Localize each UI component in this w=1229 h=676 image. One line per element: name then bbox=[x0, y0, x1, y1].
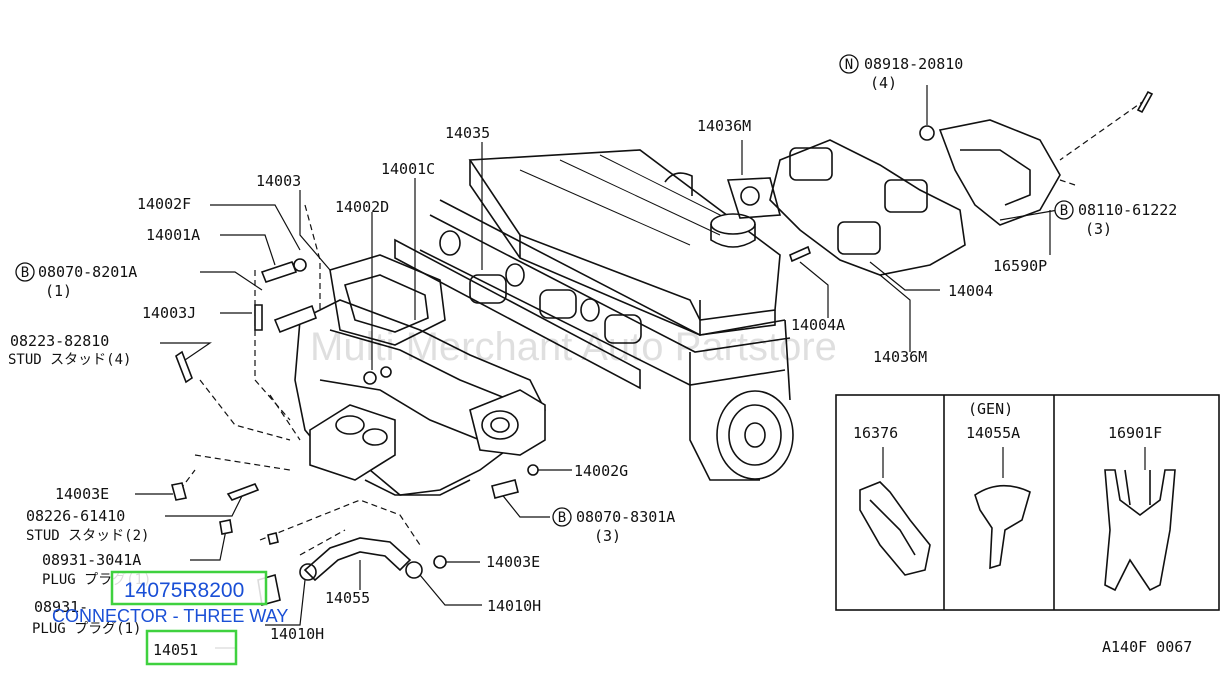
inset-label-gen: (GEN) bbox=[968, 400, 1013, 418]
dashed-assembly-lines bbox=[179, 99, 1146, 556]
svg-text:B: B bbox=[1060, 203, 1068, 219]
label-14001A: 14001A bbox=[146, 226, 200, 244]
label-14003E-right: 14003E bbox=[486, 553, 540, 571]
label-14003J: 14003J bbox=[142, 304, 196, 322]
svg-text:N: N bbox=[845, 57, 853, 73]
leader-lines bbox=[135, 85, 1059, 649]
label-16590P: 16590P bbox=[993, 257, 1047, 275]
inset-label-16901F: 16901F bbox=[1108, 424, 1162, 442]
highlight-part-description: CONNECTOR - THREE WAY bbox=[52, 606, 288, 626]
label-14036M-bottom: 14036M bbox=[873, 348, 927, 366]
label-08918-qty: (4) bbox=[870, 74, 897, 92]
highlight-part-number[interactable]: 14051 bbox=[153, 641, 198, 659]
label-14001C: 14001C bbox=[381, 160, 435, 178]
b-badge-08070-8201A: B bbox=[15, 262, 35, 282]
label-08070-8201A-qty: (1) bbox=[45, 282, 72, 300]
diagram-code: A140F 0067 bbox=[1102, 638, 1192, 656]
label-08110-qty: (3) bbox=[1085, 220, 1112, 238]
label-08918-20810: 08918-20810 bbox=[864, 55, 963, 73]
highlight-14075R8200[interactable]: 14075R8200 bbox=[110, 570, 268, 606]
label-14004: 14004 bbox=[948, 282, 993, 300]
b-badge-08070-8301A: B bbox=[552, 507, 572, 527]
label-08223-82810: 08223-82810 bbox=[10, 332, 109, 350]
exhaust-manifold-drawing bbox=[726, 139, 966, 276]
label-14003E-left: 14003E bbox=[55, 485, 109, 503]
label-14010H-right: 14010H bbox=[487, 597, 541, 615]
label-08931-b-plug: PLUG プラグ(1) bbox=[32, 621, 141, 637]
label-08931-3041A: 08931-3041A bbox=[42, 551, 141, 569]
manifold-gasket-drawing bbox=[329, 254, 446, 346]
label-14004A: 14004A bbox=[791, 316, 845, 334]
label-08070-8201A: 08070-8201A bbox=[38, 263, 137, 281]
label-08110-61222: 08110-61222 bbox=[1078, 201, 1177, 219]
label-14010H-bottom: 14010H bbox=[270, 625, 324, 643]
label-08226-stud: STUD スタッド(2) bbox=[26, 528, 149, 544]
inset-label-16376: 16376 bbox=[853, 424, 898, 442]
label-14035: 14035 bbox=[445, 124, 490, 142]
inset-parts-panel bbox=[835, 394, 1220, 611]
svg-text:B: B bbox=[558, 510, 566, 526]
part-labels: 08918-20810 (4) 14036M 14035 14001C 1400… bbox=[8, 55, 1192, 656]
label-14055: 14055 bbox=[325, 589, 370, 607]
intake-manifold-drawing bbox=[294, 299, 546, 496]
highlight-part-number[interactable]: 14075R8200 bbox=[124, 579, 244, 602]
svg-text:B: B bbox=[21, 265, 29, 281]
watermark: Multi Merchant Auto Partstore bbox=[310, 325, 837, 369]
label-08931-b: 08931- bbox=[34, 598, 88, 616]
label-08070-8301A-qty: (3) bbox=[594, 527, 621, 545]
n-badge: N bbox=[839, 54, 859, 74]
label-08223-stud: STUD スタッド(4) bbox=[8, 352, 131, 368]
heat-shield-drawing bbox=[919, 119, 1061, 226]
label-14002D: 14002D bbox=[335, 198, 389, 216]
label-14036M-top: 14036M bbox=[697, 117, 751, 135]
engine-head-drawing bbox=[394, 149, 794, 481]
label-14002G: 14002G bbox=[574, 462, 628, 480]
b-badge-08110-61222: B bbox=[1054, 200, 1074, 220]
label-08226-61410: 08226-61410 bbox=[26, 507, 125, 525]
inset-label-14055A: 14055A bbox=[966, 424, 1020, 442]
highlight-14051[interactable]: 14051 bbox=[145, 629, 238, 666]
label-14003: 14003 bbox=[256, 172, 301, 190]
label-14002F: 14002F bbox=[137, 195, 191, 213]
label-08070-8301A: 08070-8301A bbox=[576, 508, 675, 526]
